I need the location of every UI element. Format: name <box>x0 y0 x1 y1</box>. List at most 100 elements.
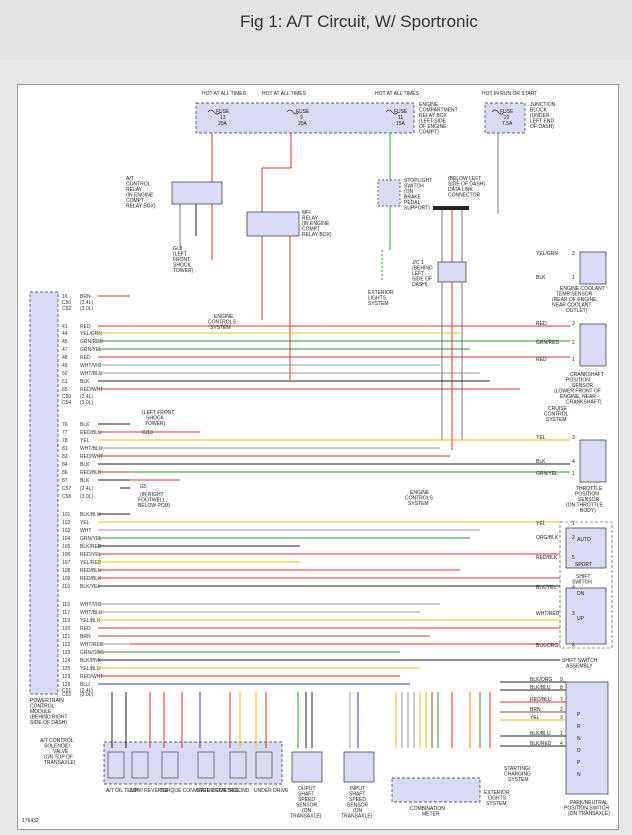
shift-sport-label: SPORT <box>575 562 592 568</box>
fuse3-label: FUSE <box>394 109 408 115</box>
pcm-pin-color: GRN/ORG <box>80 650 104 656</box>
pcm-pin-color: BLK <box>80 478 90 484</box>
fuse2-label: FUSE <box>296 109 310 115</box>
pnp-n2: N <box>577 772 581 778</box>
pcm-pin-color: YEL/BLU <box>80 666 101 672</box>
solenoid-sub-label: UNDER DRIVE <box>254 788 289 794</box>
pcm-pin-color: WHT <box>80 528 91 534</box>
pnp-wire-pin: 1 <box>560 731 563 737</box>
pcm-pin-color: GRN/YEL <box>80 347 102 353</box>
page-title: Fig 1: A/T Circuit, W/ Sportronic <box>240 12 478 31</box>
pcm-pin-number: C58 <box>62 494 71 500</box>
pcm-pin-color: RED <box>80 355 91 361</box>
right-wire-pin: 2 <box>572 251 575 257</box>
pcm-pin-color: BLK/YEL <box>80 584 101 590</box>
pcm-pin-number: C63 <box>62 692 71 698</box>
pcm-pin-number: 110 <box>62 584 70 590</box>
right-wire-pin: 3 <box>572 611 575 617</box>
pcm-pin-color: RED/WHT <box>80 387 103 393</box>
fuse2-num: 9 <box>300 115 303 121</box>
pcm-pin-number: 84 <box>62 462 68 468</box>
pcm-pin-number: 124 <box>62 658 71 664</box>
pcm-pin-number: C50 <box>62 300 71 306</box>
shift-switch-dn-up <box>565 587 607 645</box>
right-wire-pin: 3 <box>572 321 575 327</box>
fuse4-label: FUSE <box>500 109 514 115</box>
title-bar: Fig 1: A/T Circuit, W/ Sportronic <box>0 0 632 60</box>
shift-auto-label: AUTO <box>577 537 591 543</box>
solenoid-coil <box>161 751 179 779</box>
mfi-relay <box>246 211 300 237</box>
pcm-pin-color: BRN <box>80 634 91 640</box>
right-wire-color: ORG/BLK <box>536 535 559 541</box>
pcm-pin-color: (3.0L) <box>80 306 93 312</box>
dlc-connector <box>433 206 469 210</box>
stoplight-switch <box>377 179 401 207</box>
pcm-pin-number: 82 <box>62 454 68 460</box>
fuse1-hot: HOT AT ALL TIMES <box>202 91 247 97</box>
pcm-pin-color: (3.0L) <box>80 400 93 406</box>
pcm-pin-color: RED/YEL <box>80 552 102 558</box>
pcm-pin-number: 117 <box>62 610 70 616</box>
pcm-pin-number: 86 <box>62 470 68 476</box>
solenoid-valve <box>103 741 283 785</box>
pnp-wire-color: YEL <box>530 715 540 721</box>
pcm-pin-number: C57 <box>62 486 71 492</box>
solenoid-sub-label: TORQUE CONVERTER CONTROL <box>160 788 240 794</box>
pcm-pin-color: GRN/RED <box>80 339 103 345</box>
pcm-pin-color: WHT/VIO <box>80 602 101 608</box>
pcm-pin-number: 50 <box>62 371 68 377</box>
pcm-pin-number: 116 <box>62 602 70 608</box>
solenoid-coil <box>197 751 215 779</box>
right-wire-color: BLK <box>536 459 546 465</box>
pnp-wire-pin: 7 <box>560 697 563 703</box>
right-wire-color: BLK/YEL <box>536 585 557 591</box>
right-wire-color: YEL <box>536 435 546 441</box>
pnp-r: R <box>577 724 581 730</box>
right-wire-pin: 4 <box>572 459 575 465</box>
solenoid-coil <box>131 751 149 779</box>
pcm-pin-number: 87 <box>62 478 68 484</box>
pcm-pin-color: WHT/RED <box>80 642 104 648</box>
pcm-pin-number: 78 <box>62 438 68 444</box>
fuse3-amp: 15A <box>396 121 406 127</box>
pcm-pin-color: BLK <box>80 422 90 428</box>
pcm-pin-number: 106 <box>62 552 71 558</box>
solenoid-sub-label: OVER DRIVE <box>196 788 228 794</box>
pcm-pin-number: 122 <box>62 642 71 648</box>
shift-assembly-outline <box>559 521 613 649</box>
pcm-pin-color: YEL <box>80 520 90 526</box>
pcm-pin-color: RED/BLK <box>80 470 102 476</box>
shift-up-label: UP <box>577 616 585 622</box>
shift-dn-label: DN <box>577 591 585 597</box>
fuse4-num: 22 <box>504 115 510 121</box>
right-wire-pin: 1 <box>572 521 575 527</box>
fuse1-num: 13 <box>220 115 226 121</box>
junction-block-fuse-panel <box>484 102 526 134</box>
pcm-pin-number: 129 <box>62 674 71 680</box>
right-wire-pin: 4 <box>572 585 575 591</box>
right-wire-color: YEL <box>536 521 546 527</box>
pcm-pin-number: C61 <box>62 688 71 694</box>
crankshaft-sensor <box>579 323 607 367</box>
pnp-wire-color: BLK/BLU <box>530 731 551 737</box>
pcm-pin-color: RED/BLU <box>80 430 102 436</box>
fuse3-num: 11 <box>398 115 403 121</box>
pcm-pin-number: 48 <box>62 355 68 361</box>
pcm-pin-color: (2.4L) <box>80 486 93 492</box>
pcm-pin-color: BLK/PNK <box>80 658 102 664</box>
pcm-pin-number: 49 <box>62 363 68 369</box>
right-wire-color: GRN/YEL <box>536 471 558 477</box>
